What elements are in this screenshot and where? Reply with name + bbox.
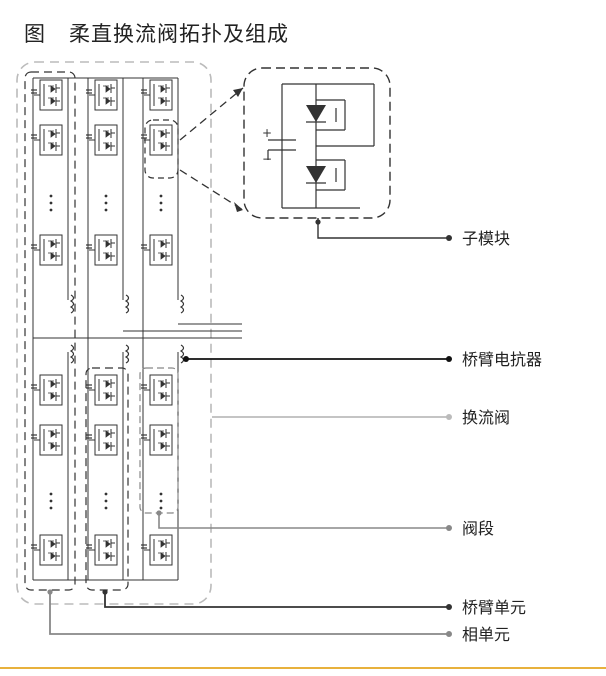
submodule-detail: + − [243, 67, 391, 219]
zoom-lines [179, 87, 244, 211]
zoom-arrow-bottom [234, 202, 243, 212]
callout-bridge-arm-unit: 桥臂单元 [462, 598, 526, 617]
submodule-detail-boundary [243, 67, 391, 219]
phase-unit-boundary [24, 71, 76, 591]
capacitor-plus-symbol: + [262, 126, 272, 140]
bottom-rule [0, 667, 606, 669]
capacitor-minus-symbol: − [262, 152, 272, 166]
ac-output-lines [33, 323, 242, 339]
bus-lines [32, 77, 179, 581]
callout-leaders [47, 218, 452, 637]
lower-arm-submodules [30, 374, 173, 566]
figure-title: 图 柔直换流阀拓扑及组成 [24, 22, 290, 46]
highlighted-submodule [144, 119, 179, 179]
zoom-arrow-top [233, 88, 243, 97]
callout-phase-unit: 相单元 [462, 625, 510, 644]
callout-submodule: 子模块 [462, 229, 510, 248]
callout-valve-section: 阀段 [462, 519, 494, 538]
callout-arm-reactor: 桥臂电抗器 [462, 350, 542, 369]
callout-converter-valve: 换流阀 [462, 408, 510, 427]
bridge-arm-boundary [85, 367, 129, 591]
upper-arm-submodules [30, 79, 173, 266]
ellipsis-dots [49, 194, 163, 510]
converter-valve-boundary [16, 61, 212, 605]
